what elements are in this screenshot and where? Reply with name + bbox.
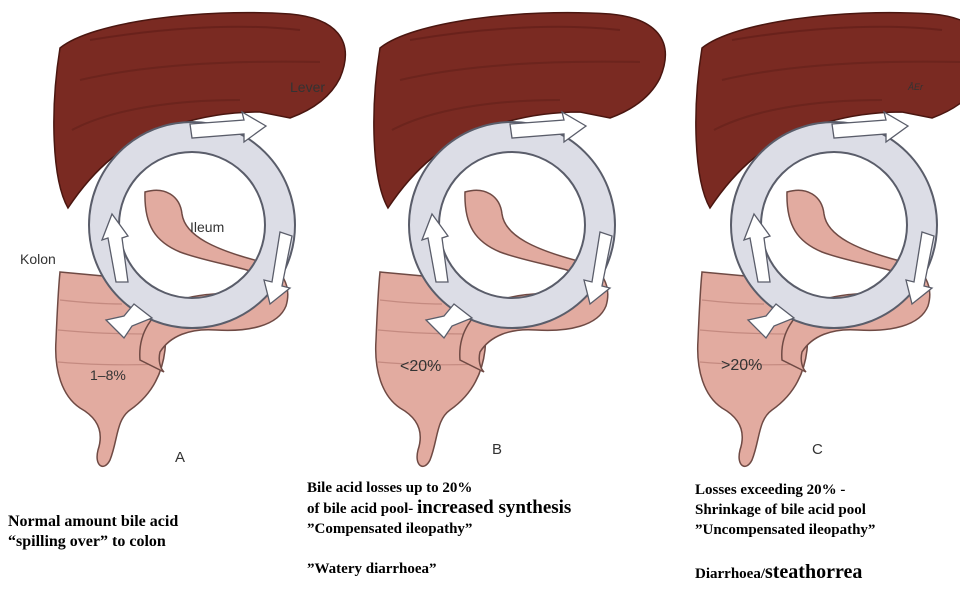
caption-b-line-3: ”Compensated ileopathy”: [307, 519, 571, 539]
panel-a-loss-label: 1–8%: [90, 367, 126, 383]
diagram-art: Lever Ileum Kolon 1–8% A <20% B ÅEr >20%…: [0, 0, 960, 470]
caption-b-line-2-prefix: of bile acid pool-: [307, 501, 417, 517]
caption-c-line-4: Diarrhoea/steathorrea: [695, 562, 875, 584]
panel-c-loss-label: >20%: [721, 357, 762, 374]
caption-panel-b: Bile acid losses up to 20% of bile acid …: [307, 478, 571, 579]
colon-label: Kolon: [20, 251, 56, 267]
caption-c-line-3: ”Uncompensated ileopathy”: [695, 520, 875, 540]
caption-a-line-2: “spilling over” to colon: [8, 532, 178, 552]
panel-b-loss-label: <20%: [400, 358, 441, 375]
caption-c-line-1: Losses exceeding 20% -: [695, 480, 875, 500]
caption-b-line-4: ”Watery diarrhoea”: [307, 559, 571, 579]
caption-panel-c: Losses exceeding 20% - Shrinkage of bile…: [695, 480, 875, 584]
artist-mark: ÅEr: [907, 82, 924, 92]
caption-c-line-2: Shrinkage of bile acid pool: [695, 500, 875, 520]
panel-a-letter: A: [175, 449, 185, 466]
liver-label: Lever: [290, 79, 325, 95]
caption-b-line-1: Bile acid losses up to 20%: [307, 478, 571, 498]
panel-c-art: [696, 13, 960, 467]
caption-c-line-4-prefix: Diarrhoea/: [695, 566, 765, 582]
panel-c-letter: C: [812, 441, 823, 458]
panel-b-art: [374, 13, 665, 467]
caption-a-line-1: Normal amount bile acid: [8, 512, 178, 532]
caption-b-line-2: of bile acid pool- increased synthesis: [307, 498, 571, 519]
panel-b-letter: B: [492, 441, 502, 458]
caption-b-line-2-emphasis: increased synthesis: [417, 497, 571, 518]
caption-panel-a: Normal amount bile acid “spilling over” …: [8, 512, 178, 552]
caption-c-line-4-emphasis: steathorrea: [765, 561, 862, 583]
ileum-label: Ileum: [190, 219, 224, 235]
